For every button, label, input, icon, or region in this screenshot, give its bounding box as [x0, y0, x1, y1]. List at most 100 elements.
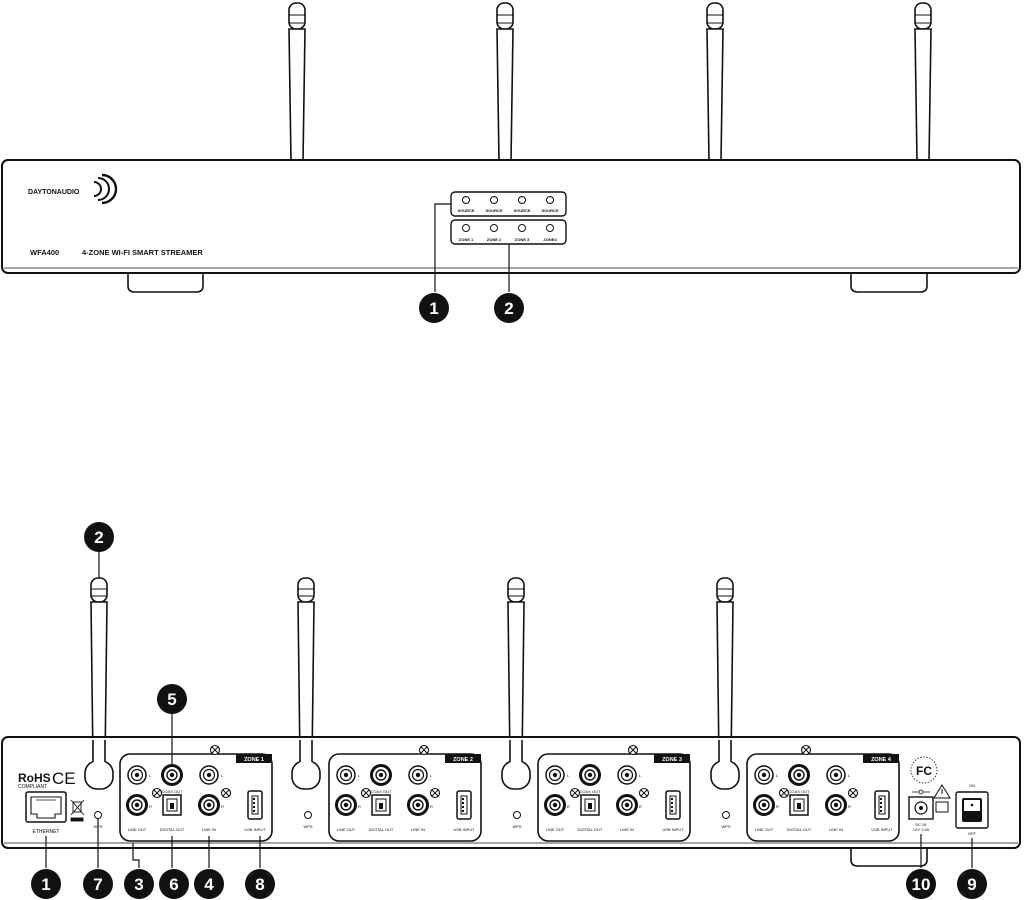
zone-1-line-out-r-jack	[126, 794, 148, 816]
svg-text:L: L	[776, 773, 779, 778]
front-antenna-4	[914, 2, 932, 162]
svg-text:USB INPUT: USB INPUT	[453, 827, 475, 832]
zone-1-line-out-l-jack	[127, 765, 147, 785]
callout-antenna-2: 2	[84, 522, 114, 552]
model-description: 4-ZONE WI-FI SMART STREAMER	[82, 248, 203, 257]
zone-3-io-panel: ZONE 3 L R L R COAX OUT LINE OUT DIGITAL…	[537, 744, 691, 842]
svg-text:L: L	[567, 773, 570, 778]
svg-text:2: 2	[94, 528, 103, 547]
zone-1-badge: ZONE 1	[244, 757, 264, 763]
callout-usb-input-8: 8	[245, 869, 275, 899]
svg-text:10: 10	[912, 875, 931, 894]
dc-spec-label: 12V 1.5A	[913, 827, 930, 832]
svg-text:4: 4	[204, 875, 214, 894]
callout-line-out-3: 3	[124, 869, 154, 899]
source-label-3: SOURCE	[513, 208, 530, 213]
zone-2-badge: ZONE 2	[453, 757, 473, 763]
svg-text:2: 2	[504, 299, 513, 318]
model-label: WFA400	[30, 248, 59, 257]
svg-text:COAX OUT: COAX OUT	[580, 789, 601, 794]
rohs-mark: RoHS	[18, 771, 51, 785]
zone-label-2: ZONE 2	[487, 237, 502, 242]
rear-panel-view: 2 RoHS COMPLIANT CE	[1, 522, 1021, 899]
svg-text:R: R	[358, 804, 361, 809]
rear-foot	[850, 846, 928, 867]
svg-text:R: R	[221, 804, 224, 809]
weee-bin-icon	[70, 799, 85, 822]
front-panel-view: DAYTONAUDIO WFA400 4-ZONE WI-FI SMART ST…	[1, 2, 1021, 323]
svg-text:6: 6	[169, 875, 178, 894]
svg-text:LINE OUT: LINE OUT	[337, 827, 356, 832]
zone-1-line-in-r-jack	[198, 794, 220, 816]
callout-ethernet-1: 1	[31, 869, 61, 899]
svg-text:LINE OUT: LINE OUT	[546, 827, 565, 832]
zone-2-io-panel: ZONE 2 L R L R COAX OUT LINE OUT DIGITAL…	[328, 744, 482, 842]
svg-text:L: L	[149, 773, 152, 778]
svg-text:R: R	[149, 804, 152, 809]
zone-leds: ZONE 1 ZONE 2 ZONE 3 ZONE4	[459, 224, 557, 242]
ethernet-port	[25, 791, 67, 823]
wps-label-2: WPS	[303, 824, 312, 829]
callout-wps-7: 7	[83, 869, 113, 899]
callout-front-2: 2	[494, 293, 524, 323]
zone-label-4: ZONE4	[543, 237, 557, 242]
svg-text:USB INPUT: USB INPUT	[662, 827, 684, 832]
svg-text:8: 8	[255, 875, 264, 894]
front-antenna-3	[706, 2, 724, 162]
callout-power-9: 9	[957, 869, 987, 899]
front-foot-right	[850, 272, 928, 293]
svg-text:R: R	[639, 804, 642, 809]
svg-text:3: 3	[134, 875, 143, 894]
callout-front-1: 1	[419, 293, 449, 323]
svg-text:USB INPUT: USB INPUT	[871, 827, 893, 832]
power-rocker-switch	[955, 791, 989, 829]
zone-1-io-panel: ZONE 1 L R L R COAX OUT LINE OUT DIGITAL…	[119, 744, 273, 842]
power-on-label: ON	[969, 783, 975, 788]
wps-button-4	[722, 811, 730, 819]
rohs-compliant: COMPLIANT	[18, 784, 47, 790]
brand-logo: DAYTONAUDIO	[28, 189, 80, 196]
svg-text:FC: FC	[916, 764, 932, 778]
source-leds: SOURCE SOURCE SOURCE SOURCE	[457, 196, 559, 213]
source-label-4: SOURCE	[541, 208, 558, 213]
wps-button-1	[94, 811, 102, 819]
svg-text:R: R	[848, 804, 851, 809]
rear-antenna-1	[90, 577, 108, 763]
callout-leader-1	[434, 203, 451, 292]
callout-dc-in-10: 10	[906, 869, 936, 899]
zone-label-3: ZONE 3	[515, 237, 530, 242]
zone-1-usb-port	[247, 790, 263, 820]
source-label-1: SOURCE	[457, 208, 474, 213]
ethernet-label: ETHERNET	[33, 829, 60, 835]
zone-4-io-panel: ZONE 4 L R L R COAX OUT LINE OUT DIGITAL…	[746, 744, 900, 842]
callout-coax-5: 5	[157, 684, 187, 714]
zone-1-line-in-l-jack	[199, 765, 219, 785]
svg-text:COAX OUT: COAX OUT	[371, 789, 392, 794]
zone-1-optical-out	[162, 794, 182, 816]
wps-button-3	[513, 811, 521, 819]
svg-text:DIGITAL OUT: DIGITAL OUT	[369, 827, 394, 832]
svg-text:LINE IN: LINE IN	[829, 827, 843, 832]
rear-callout-leaders	[45, 819, 973, 868]
svg-text:1: 1	[41, 875, 50, 894]
svg-text:R: R	[776, 804, 779, 809]
svg-text:LINE IN: LINE IN	[202, 827, 216, 832]
power-off-label: OFF	[968, 831, 977, 836]
zone-4-badge: ZONE 4	[871, 757, 892, 763]
zone-label-1: ZONE 1	[459, 237, 474, 242]
svg-text:R: R	[430, 804, 433, 809]
svg-text:DIGITAL OUT: DIGITAL OUT	[787, 827, 812, 832]
brand-logo-waves-icon	[93, 173, 118, 205]
wps-label-4: WPS	[721, 824, 730, 829]
svg-text:LINE OUT: LINE OUT	[755, 827, 774, 832]
warning-icon	[933, 784, 951, 813]
rear-antenna-4	[716, 577, 734, 763]
svg-text:L: L	[639, 773, 642, 778]
svg-text:7: 7	[93, 875, 102, 894]
svg-text:USB INPUT: USB INPUT	[244, 827, 266, 832]
svg-text:DIGITAL OUT: DIGITAL OUT	[160, 827, 185, 832]
svg-text:L: L	[221, 773, 224, 778]
svg-text:L: L	[358, 773, 361, 778]
zone-1-coax-out-jack	[161, 764, 183, 786]
